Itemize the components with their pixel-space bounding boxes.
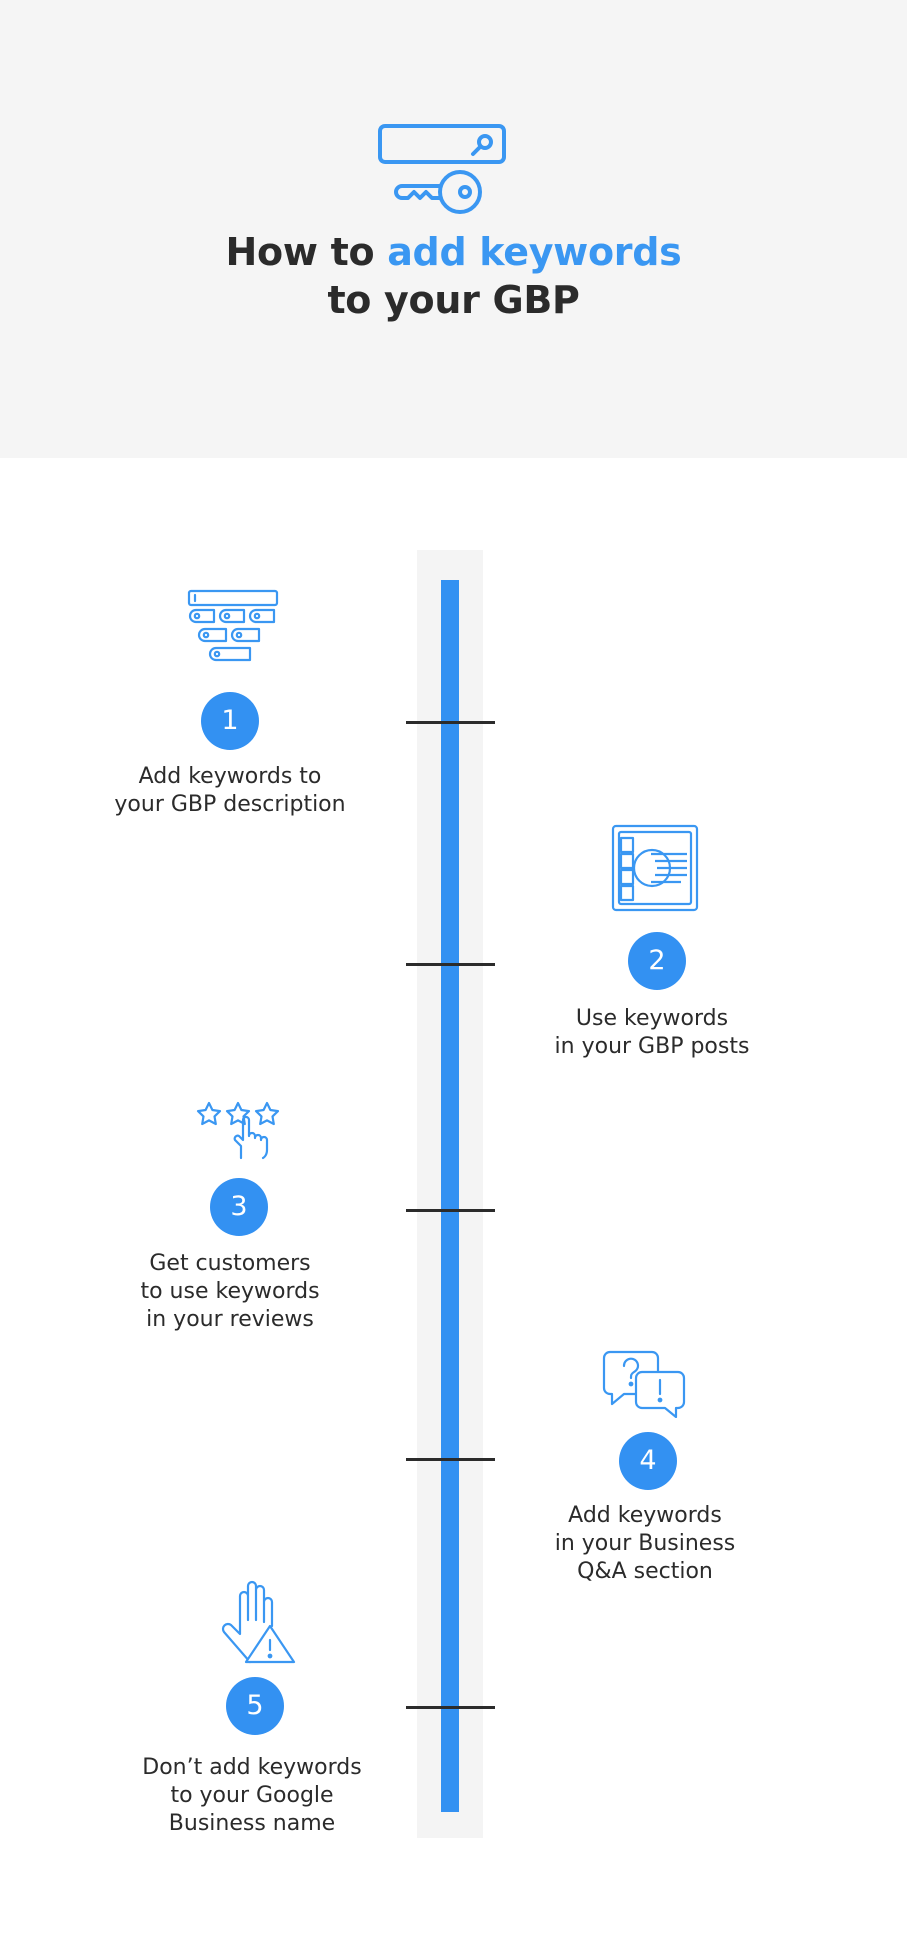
step-2-label-line: in your GBP posts: [554, 1034, 750, 1059]
step-4-number-badge: 4: [619, 1432, 677, 1490]
step-5-label-line: Business name: [168, 1811, 336, 1836]
step-4-label: Add keywords in your Business Q&A sectio…: [495, 1502, 795, 1586]
step-1-label: Add keywords to your GBP description: [80, 763, 380, 819]
timeline-tick-4: [406, 1458, 495, 1461]
step-5-label-line: Don’t add keywords: [142, 1755, 362, 1780]
keyword-tags-icon: [186, 588, 280, 668]
step-3-label-line: Get customers: [149, 1251, 311, 1276]
header-band: How to add keywords to your GBP: [0, 0, 907, 458]
timeline-tick-2: [406, 963, 495, 966]
timeline-tick-5: [406, 1706, 495, 1709]
step-5-number-badge: 5: [226, 1677, 284, 1735]
step-2-label-line: Use keywords: [575, 1006, 729, 1031]
title-line-2: to your GBP: [327, 278, 580, 322]
step-4-label-line: in your Business: [554, 1531, 736, 1556]
title-line-1: How to add keywords: [0, 228, 907, 276]
posts-document-icon: [611, 824, 699, 912]
step-1-label-line: your GBP description: [114, 792, 346, 817]
step-3-label-line: to use keywords: [140, 1279, 320, 1304]
star-rating-tap-icon: [195, 1100, 283, 1162]
hand-warning-icon: [216, 1576, 298, 1666]
title-accent: add keywords: [387, 230, 682, 274]
step-4-label-line: Q&A section: [577, 1559, 713, 1584]
page-title: How to add keywords to your GBP: [0, 228, 907, 324]
timeline-tick-1: [406, 721, 495, 724]
step-5-label: Don’t add keywords to your Google Busine…: [102, 1754, 402, 1838]
step-4-label-line: Add keywords: [568, 1503, 722, 1528]
step-2-label: Use keywords in your GBP posts: [502, 1005, 802, 1061]
step-3-label-line: in your reviews: [146, 1307, 314, 1332]
step-2-number-badge: 2: [628, 932, 686, 990]
step-1-label-line: Add keywords to: [138, 764, 322, 789]
title-prefix: How to: [225, 230, 388, 274]
step-3-label: Get customers to use keywords in your re…: [80, 1250, 380, 1334]
timeline-bar: [441, 580, 459, 1812]
timeline-tick-3: [406, 1209, 495, 1212]
keyword-key-search-icon: [372, 120, 512, 220]
question-answer-bubbles-icon: [602, 1350, 686, 1418]
step-5-label-line: to your Google: [170, 1783, 334, 1808]
step-1-number-badge: 1: [201, 692, 259, 750]
step-3-number-badge: 3: [210, 1178, 268, 1236]
